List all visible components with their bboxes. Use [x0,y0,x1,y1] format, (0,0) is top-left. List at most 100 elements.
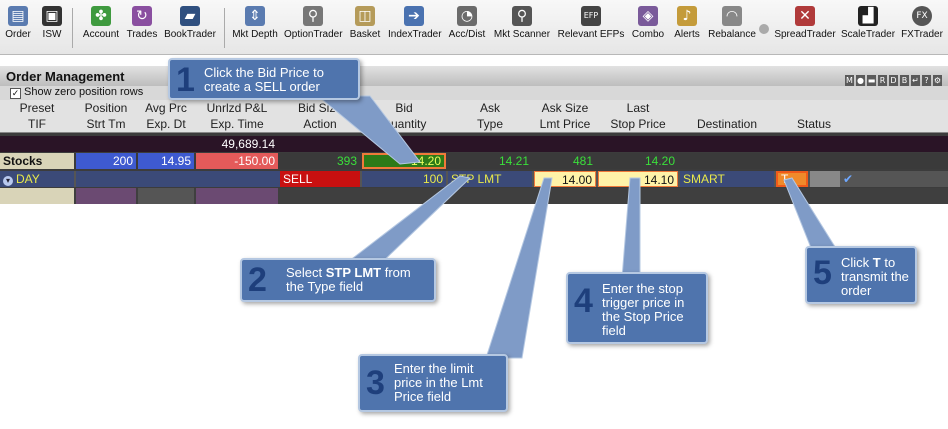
indextrader-icon: ➔ [404,6,424,26]
callout-step-4: 4 Enter the stop trigger price in the St… [566,272,708,344]
col-tif[interactable]: TIF [28,117,46,131]
trades-button[interactable]: ↻Trades [126,6,158,40]
scaletrader-icon: ▟ [858,6,878,26]
connector-4 [621,177,641,279]
basket-button[interactable]: ◫Basket [349,6,381,40]
undock-button[interactable]: ↵ [911,75,920,86]
col-type[interactable]: Type [476,117,503,131]
order-destination[interactable]: SMART [680,171,774,187]
callout-step-5: 5 Click T to transmit the order [805,246,917,304]
help-button[interactable]: ? [922,75,931,86]
col-ask[interactable]: Ask [479,101,500,115]
empty-cell [76,188,136,204]
globe-button[interactable]: ● [856,75,865,86]
expand-icon[interactable]: ▾ [3,176,13,186]
rebalance-button[interactable]: ◠Rebalance [708,6,756,40]
account-icon: ✤ [91,6,111,26]
col-avg-prc[interactable]: Avg Prc [145,101,187,115]
confirm-check-icon[interactable]: ✔ [843,172,854,186]
layout-button[interactable]: ▬ [867,75,876,86]
stock-position: 200 [76,153,136,169]
mkt-depth-icon: ⇕ [245,6,265,26]
mkt-depth-button[interactable]: ⇕Mkt Depth [232,6,278,40]
status-bar [810,171,840,187]
col-exp-time[interactable]: Exp. Time [210,117,264,131]
col-exp-dt[interactable]: Exp. Dt [146,117,186,131]
booktrader-icon: ▰ [180,6,200,26]
indextrader-button[interactable]: ➔IndexTrader [388,6,442,40]
order-tif[interactable]: ▾DAY [0,171,74,187]
stock-ask[interactable]: 14.21 [498,154,529,168]
total-row: 49,689.14 [0,136,948,152]
main-toolbar: ▤Order ▣ISW ✤Account ↻Trades ▰BookTrader… [0,0,948,55]
toolbar-separator [224,8,225,48]
order-button[interactable]: ▤Order [5,6,31,40]
mode-m-button[interactable]: M [845,75,854,86]
column-header-row-2: TIF Strt Tm Exp. Dt Exp. Time Action Qua… [0,116,948,133]
order-quantity[interactable]: 100 [362,171,446,187]
connector-2 [338,175,472,269]
col-position[interactable]: Position [84,101,128,115]
empty-cell [196,188,278,204]
acc-dist-icon: ◔ [457,6,477,26]
circle-icon [759,24,769,34]
mode-b-button[interactable]: B [900,75,909,86]
col-stop-price[interactable]: Stop Price [610,117,666,131]
bell-icon: ♪ [677,6,697,26]
col-lmt-price[interactable]: Lmt Price [539,117,591,131]
isw-icon: ▣ [42,6,62,26]
account-button[interactable]: ✤Account [82,6,120,40]
mode-r-button[interactable]: R [878,75,887,86]
connector-1 [316,95,421,165]
stock-row[interactable]: Stocks 200 14.95 -150.00 393 14.20 14.21… [0,153,948,169]
empty-preset-cell [0,188,74,204]
col-preset[interactable]: Preset [19,101,55,115]
combo-icon: ◈ [638,6,658,26]
mode-d-button[interactable]: D [889,75,898,86]
order-row[interactable]: ▾DAY SELL 100 STP LMT 14.00 14.10 SMART … [0,171,948,187]
stock-ask-size: 481 [572,154,593,168]
panel-title: Order Management [6,69,125,84]
settings-button[interactable]: ⚙ [933,75,942,86]
more-button[interactable] [758,4,770,52]
spreadtrader-button[interactable]: ✕SpreadTrader [774,6,836,40]
col-bid[interactable]: Bid [395,101,413,115]
stock-pnl: -150.00 [196,153,278,169]
combo-button[interactable]: ◈Combo [631,6,665,40]
col-strt-tm[interactable]: Strt Tm [86,117,126,131]
spreadtrader-icon: ✕ [795,6,815,26]
col-ask-size[interactable]: Ask Size [541,101,589,115]
stock-bid-size: 393 [336,154,357,168]
stock-label: Stocks [0,153,74,169]
scaletrader-button[interactable]: ▟ScaleTrader [840,6,896,40]
order-icon: ▤ [8,6,28,26]
col-action[interactable]: Action [303,117,337,131]
mkt-scanner-button[interactable]: ⚲Mkt Scanner [493,6,551,40]
callout-step-3: 3 Enter the limit price in the Lmt Price… [358,354,508,412]
basket-icon: ◫ [355,6,375,26]
order-empty-row [0,188,948,204]
callout-step-2: 2 Select STP LMT from the Type field [240,258,436,302]
alerts-button[interactable]: ♪Alerts [674,6,700,40]
col-status[interactable]: Status [796,117,832,131]
col-destination[interactable]: Destination [696,117,758,131]
magnifier-icon: ⚲ [512,6,532,26]
stock-last: 14.20 [644,154,675,168]
optiontrader-icon: ⚲ [303,6,323,26]
order-action[interactable]: SELL [280,171,360,187]
optiontrader-button[interactable]: ⚲OptionTrader [284,6,343,40]
zero-position-checkbox[interactable]: ✓ [10,88,21,99]
toolbar-separator [72,8,73,48]
callout-step-1: 1 Click the Bid Price to create a SELL o… [168,58,360,100]
acc-dist-button[interactable]: ◔Acc/Dist [448,6,486,40]
isw-button[interactable]: ▣ISW [42,6,62,40]
column-header-row-1: Preset Position Avg Prc Unrlzd P&L Bid S… [0,100,948,116]
col-unrlzd-pnl[interactable]: Unrlzd P&L [206,101,268,115]
col-last[interactable]: Last [626,101,650,115]
booktrader-button[interactable]: ▰BookTrader [164,6,216,40]
gauge-icon: ◠ [722,6,742,26]
